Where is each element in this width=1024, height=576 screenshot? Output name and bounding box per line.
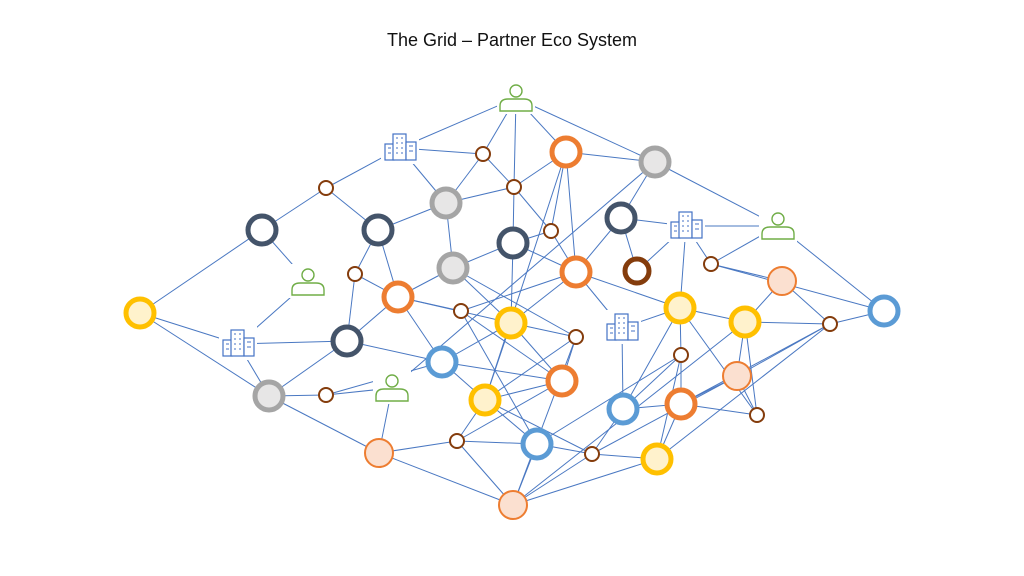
node-yellow-ring <box>640 442 674 476</box>
node-blue-ring <box>520 427 554 461</box>
edge-o2-y4 <box>575 271 681 309</box>
node-yellow-ring <box>663 291 697 325</box>
edge-s8-y3 <box>484 336 577 401</box>
edge-of2-of3 <box>378 452 514 506</box>
node-brown-small <box>318 180 334 196</box>
edge-y1-g1 <box>139 312 270 397</box>
node-brown-small <box>318 387 334 403</box>
node-brown-small <box>543 223 559 239</box>
node-orange-filled <box>767 266 797 296</box>
node-orange-filled <box>722 361 752 391</box>
node-yellow-ring <box>468 383 502 417</box>
node-orange-ring <box>545 364 579 398</box>
edge-bl4-s12 <box>710 263 885 312</box>
edge-y4-s13 <box>679 307 758 416</box>
node-brown-small <box>475 146 491 162</box>
edge-s8-g4 <box>452 267 577 338</box>
edge-of3-s10 <box>512 453 593 506</box>
node-brown-small <box>584 446 600 462</box>
node-gray-ring <box>436 251 470 285</box>
node-navy-ring <box>245 213 279 247</box>
node-orange-ring <box>381 280 415 314</box>
node-navy-ring <box>496 226 530 260</box>
node-brown-small <box>822 316 838 332</box>
node-orange-ring <box>559 255 593 289</box>
node-orange-ring <box>664 387 698 421</box>
edge-y1-n1 <box>139 229 263 314</box>
edge-s10-of4 <box>591 375 738 455</box>
node-blue-ring <box>867 294 901 328</box>
node-gray-ring <box>638 145 672 179</box>
node-layer <box>123 80 901 520</box>
node-brown-small <box>453 303 469 319</box>
edge-y6-s14 <box>656 323 831 460</box>
page-title: The Grid – Partner Eco System <box>386 30 638 50</box>
edge-g3-p3 <box>654 161 779 227</box>
node-orange-filled <box>498 490 528 520</box>
edge-o4-bl1 <box>441 361 563 382</box>
node-blue-ring <box>606 392 640 426</box>
node-blue-ring <box>425 345 459 379</box>
edge-o2-s7 <box>460 271 577 312</box>
node-brown-small <box>449 433 465 449</box>
edge-b2-p1 <box>399 97 517 149</box>
edge-s7-bl2 <box>460 310 538 445</box>
edge-g1-of2 <box>268 395 380 454</box>
node-yellow-ring <box>494 306 528 340</box>
node-yellow-ring <box>728 305 762 339</box>
node-brown-ring <box>622 256 652 286</box>
node-brown-small <box>703 256 719 272</box>
edge-s7-o4 <box>460 310 563 382</box>
node-orange-filled <box>364 438 394 468</box>
edge-of4-s14 <box>736 323 831 377</box>
node-brown-small <box>347 266 363 282</box>
edge-layer <box>139 97 885 506</box>
node-navy-ring <box>604 201 638 235</box>
node-yellow-ring <box>123 296 157 330</box>
node-brown-small <box>506 179 522 195</box>
edge-of3-y6 <box>512 458 658 506</box>
node-navy-ring <box>361 213 395 247</box>
edge-y3-s10 <box>484 399 593 455</box>
edge-p1-g3 <box>515 97 656 163</box>
node-navy-ring <box>330 324 364 358</box>
node-brown-small <box>568 329 584 345</box>
node-brown-small <box>673 347 689 363</box>
node-brown-small <box>749 407 765 423</box>
edge-s3-s4 <box>513 186 552 232</box>
edge-bl2-s11 <box>536 354 682 445</box>
edge-bl3-y4 <box>622 307 681 410</box>
edge-o1-o2 <box>565 151 577 273</box>
edge-o4-s9 <box>456 380 563 442</box>
node-orange-ring <box>549 135 583 169</box>
node-gray-ring <box>252 379 286 413</box>
node-gray-ring <box>429 186 463 220</box>
